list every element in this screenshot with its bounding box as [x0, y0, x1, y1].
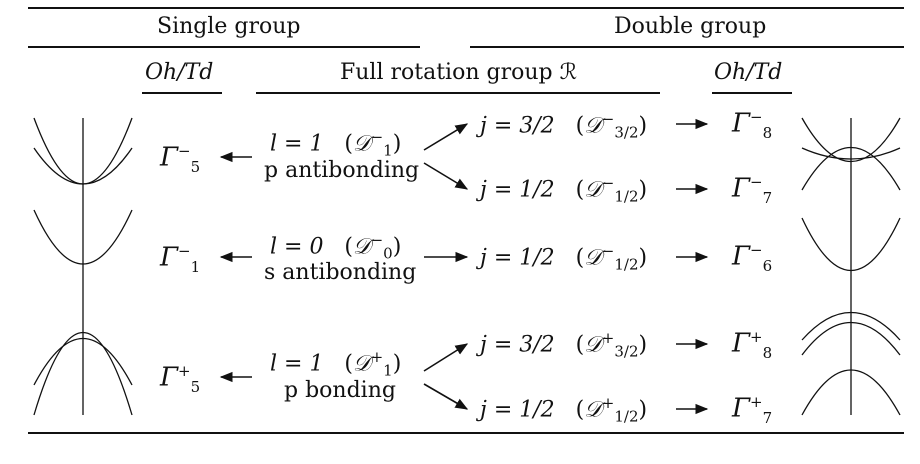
- left-band-gamma1-minus: [33, 209, 133, 265]
- gamma1-minus-left-symbol: Γ−1: [160, 242, 201, 276]
- oh-td-right-header: Oh/Td: [714, 60, 783, 85]
- full-rotation-header: Full rotation group ℛ: [340, 60, 578, 85]
- p-bonding-l-value: l = 1 (𝒟+1): [270, 348, 402, 380]
- j-state-3: j = 1/2 (𝒟−1/2): [480, 242, 648, 274]
- j-state-1: j = 3/2 (𝒟−3/2): [480, 110, 648, 142]
- gamma5-plus-left-symbol: Γ+5: [160, 362, 201, 396]
- j-state-4: j = 3/2 (𝒟+3/2): [480, 329, 648, 361]
- oh-td-left-rule: [142, 92, 222, 94]
- top-rule: [28, 7, 904, 9]
- gamma5-minus-left-symbol: Γ−5: [160, 142, 201, 176]
- p-antibonding-l-value: l = 1 (𝒟−1): [270, 128, 402, 160]
- single-group-header: Single group: [157, 14, 301, 39]
- left-band-gamma5-minus-narrow: [33, 147, 133, 185]
- gamma7-minus-right-symbol: Γ−7: [732, 173, 773, 207]
- arrow-p-bonding-to-j12: [423, 383, 469, 410]
- bottom-rule: [28, 432, 904, 434]
- right-band-gamma6-minus: [801, 217, 901, 272]
- oh-td-left-header: Oh/Td: [145, 60, 214, 85]
- gamma8-minus-right-symbol: Γ−8: [732, 108, 773, 142]
- double-group-header: Double group: [614, 14, 767, 39]
- oh-td-right-rule: [712, 92, 792, 94]
- right-band-gamma8-minus-narrow: [801, 147, 901, 160]
- gamma7-plus-right-symbol: Γ+7: [732, 393, 773, 427]
- right-band-gamma8-plus-wide: [801, 321, 901, 356]
- left-band-gamma5-plus-wide: [33, 337, 133, 386]
- arrow-p-antibonding-to-j32: [423, 123, 469, 151]
- single-group-rule: [28, 46, 420, 48]
- full-rotation-rule: [256, 92, 660, 94]
- double-group-rule: [470, 46, 904, 48]
- gamma8-plus-right-symbol: Γ+8: [732, 328, 773, 362]
- right-band-gamma8-plus-narrow: [801, 311, 901, 341]
- s-antibonding-l-value: l = 0 (𝒟−0): [270, 231, 402, 263]
- j-state-2: j = 1/2 (𝒟−1/2): [480, 174, 648, 206]
- arrow-p-bonding-to-j32: [423, 343, 469, 372]
- arrow-p-antibonding-to-j12: [423, 162, 469, 190]
- right-band-gamma8-minus-wide: [801, 117, 901, 162]
- j-state-5: j = 1/2 (𝒟+1/2): [480, 394, 648, 426]
- s-antibonding-label: s antibonding: [264, 260, 417, 285]
- gamma6-minus-right-symbol: Γ−6: [732, 241, 773, 275]
- p-bonding-label: p bonding: [284, 378, 396, 403]
- right-band-gamma7-plus: [801, 369, 901, 416]
- right-band-gamma7-minus: [801, 147, 901, 191]
- p-antibonding-label: p antibonding: [264, 158, 420, 183]
- left-band-gamma5-plus-narrow: [33, 332, 133, 416]
